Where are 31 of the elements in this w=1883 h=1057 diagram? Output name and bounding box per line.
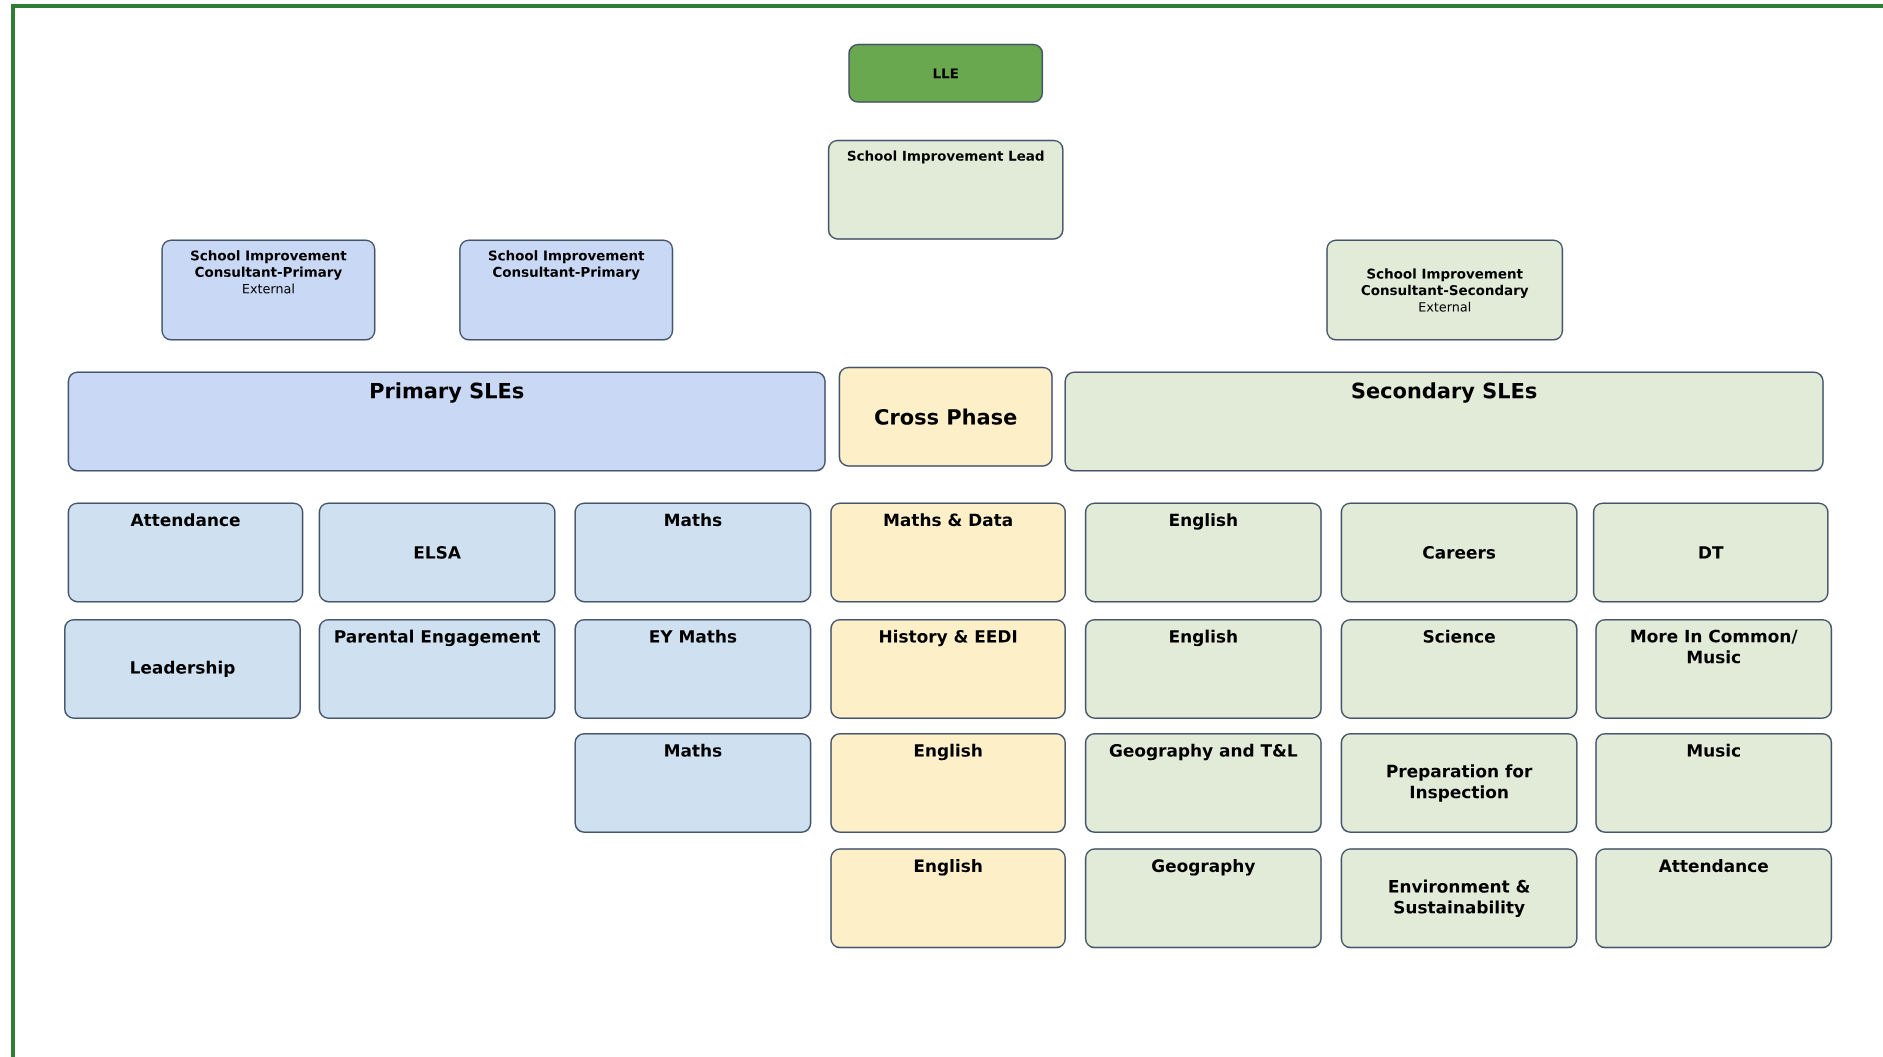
role-box: Geography and T&L xyxy=(1084,733,1322,833)
group-header-box: Primary SLEs xyxy=(67,371,826,472)
role-box: English xyxy=(1084,502,1322,603)
role-box: English xyxy=(1084,618,1322,719)
role-box: School Improvement Consultant-Primary xyxy=(459,239,674,341)
role-box: History & EEDI xyxy=(830,618,1066,719)
role-box: English xyxy=(830,848,1066,949)
role-box: Music xyxy=(1595,733,1833,833)
role-box: Careers xyxy=(1340,502,1578,603)
title-box: LLE xyxy=(848,43,1044,103)
role-box: Attendance xyxy=(1595,848,1833,949)
role-box: Leadership xyxy=(64,618,301,719)
role-box: ELSA xyxy=(318,502,556,603)
role-box: Environment & Sustainability xyxy=(1340,848,1578,949)
role-box: Preparation for Inspection xyxy=(1340,733,1578,833)
group-header-box: Secondary SLEs xyxy=(1064,371,1824,472)
role-box: Maths xyxy=(574,733,812,833)
role-box: School Improvement Lead xyxy=(827,139,1064,240)
role-box: Maths & Data xyxy=(830,502,1066,603)
role-box: School Improvement Consultant-Secondary External xyxy=(1326,239,1564,341)
role-box: Science xyxy=(1340,618,1578,719)
role-box: Maths xyxy=(574,502,812,603)
role-box: Geography xyxy=(1084,848,1322,949)
role-box: School Improvement Consultant-Primary External xyxy=(161,239,376,341)
role-box: More In Common/ Music xyxy=(1595,618,1833,719)
role-box: Attendance xyxy=(67,502,304,603)
group-header-box: Cross Phase xyxy=(838,366,1053,467)
role-box: DT xyxy=(1592,502,1829,603)
role-box: EY Maths xyxy=(574,618,812,719)
role-box: Parental Engagement xyxy=(318,618,556,719)
role-box: English xyxy=(830,733,1066,833)
